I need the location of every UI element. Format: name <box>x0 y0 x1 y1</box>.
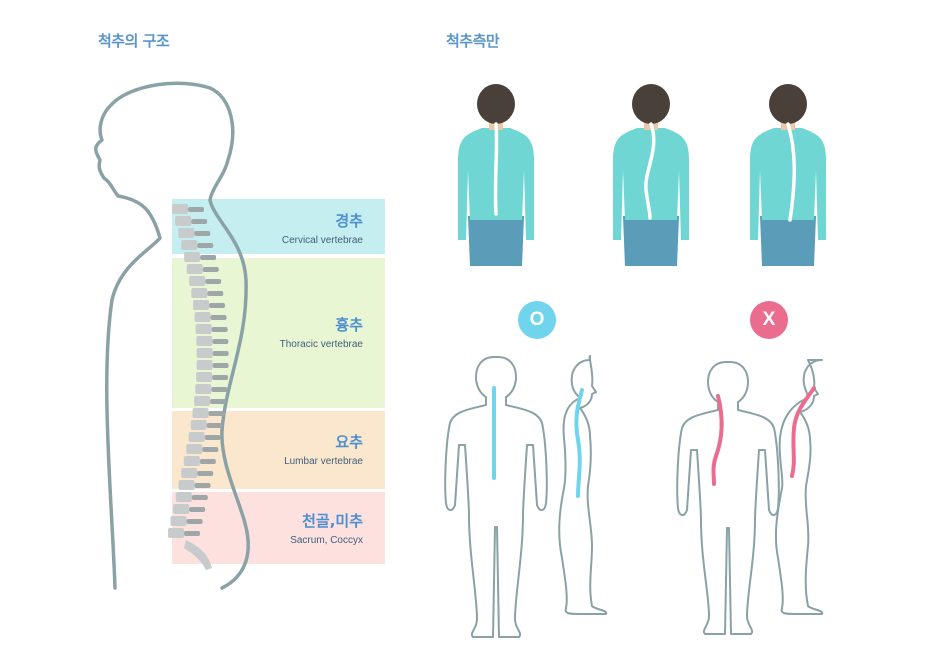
back-figure-scoliosis-s <box>613 84 689 266</box>
vertebra <box>178 228 195 238</box>
vertebra <box>181 240 198 250</box>
vertebra <box>172 204 188 214</box>
vertebra-process <box>197 243 214 248</box>
vertebra <box>196 360 213 370</box>
region-band-sacrum: 천골,미추 Sacrum, Coccyx <box>172 492 385 564</box>
head-hair <box>477 84 515 124</box>
side-profile-body-outline <box>94 81 250 590</box>
vertebra-process <box>200 255 217 260</box>
vertebra-process <box>210 399 227 404</box>
vertebra-process <box>205 279 222 284</box>
vertebra-process <box>212 363 229 368</box>
vertebra-process <box>210 315 227 320</box>
spine-line-side-kyphosis <box>790 386 816 478</box>
vertebra-process <box>184 531 201 536</box>
vertebra-process <box>206 423 223 428</box>
vertebra <box>193 300 210 310</box>
vertebra <box>168 528 185 538</box>
vertebra <box>181 468 198 478</box>
vertebra <box>196 348 213 358</box>
side-outline-figure-normal <box>558 355 608 615</box>
vertebra <box>194 312 211 322</box>
vertebra-process <box>211 327 228 332</box>
vertebra <box>195 384 212 394</box>
vertebra <box>196 372 213 382</box>
vertebra-process <box>204 435 221 440</box>
region-label-en: Sacrum, Coccyx <box>290 535 363 546</box>
correct-posture-badge: O <box>518 301 556 339</box>
vertebra-process <box>209 303 226 308</box>
vertebra <box>178 480 195 490</box>
outline-spine-lines <box>492 386 816 498</box>
vertebra-process <box>191 219 208 224</box>
region-label-en: Cervical vertebrae <box>281 235 363 246</box>
spine-line <box>786 122 796 222</box>
vertebra <box>188 432 205 442</box>
vertebra-process <box>189 507 206 512</box>
vertebra <box>186 444 203 454</box>
vertebra <box>173 504 190 514</box>
vertebra-process <box>208 411 225 416</box>
head-hair <box>769 84 807 124</box>
vertebra-process <box>194 231 211 236</box>
vertebra <box>186 264 203 274</box>
front-outline-figure-scoliosis <box>676 361 780 635</box>
spine-line <box>644 122 656 220</box>
vertebra <box>191 288 208 298</box>
pants <box>468 216 524 266</box>
vertebra <box>189 276 206 286</box>
vertebra <box>175 492 192 502</box>
vertebra-process <box>212 339 229 344</box>
head-hair <box>632 84 670 124</box>
vertebra-process <box>197 471 214 476</box>
vertebra-process <box>199 459 216 464</box>
region-label-ko: 요추 <box>335 433 363 451</box>
vertebra-process <box>194 483 211 488</box>
region-label-en: Thoracic vertebrae <box>279 339 363 350</box>
side-outline-figure-kyphosis <box>774 359 824 615</box>
spine-line-front-scoliosis <box>711 394 724 486</box>
vertebra-process <box>212 351 229 356</box>
vertebra-process <box>188 207 204 212</box>
vertebra-process <box>191 495 208 500</box>
region-label-ko: 경추 <box>335 212 363 230</box>
pants <box>760 216 816 266</box>
vertebra-process <box>202 267 219 272</box>
vertebra-process <box>207 291 224 296</box>
spine-line <box>493 122 499 216</box>
vertebra <box>195 324 212 334</box>
incorrect-posture-badge: X <box>750 301 788 339</box>
vertebra <box>196 336 213 346</box>
shirt <box>750 128 826 240</box>
back-figure-normal <box>458 84 534 266</box>
region-label-en: Lumbar vertebrae <box>284 456 363 467</box>
outline-figures <box>444 355 824 638</box>
pants <box>623 216 679 266</box>
scoliosis-title: 척추측만 <box>446 32 500 50</box>
vertebra <box>190 420 207 430</box>
front-outline-figure-normal <box>444 356 548 638</box>
vertebra-process <box>202 447 219 452</box>
spine-structure-title: 척추의 구조 <box>98 32 170 50</box>
vertebra <box>175 216 192 226</box>
vertebra <box>184 252 201 262</box>
vertebra-process <box>212 375 229 380</box>
spine-line-side-normal <box>574 388 584 498</box>
region-label-ko: 천골,미추 <box>302 512 363 530</box>
back-view-figures <box>458 84 826 266</box>
vertebra <box>194 396 211 406</box>
vertebra <box>170 516 187 526</box>
vertebra <box>192 408 209 418</box>
vertebra-process <box>186 519 203 524</box>
back-figure-scoliosis-c <box>750 84 826 266</box>
sacrum <box>184 540 212 570</box>
vertebra-process <box>211 387 228 392</box>
region-label-ko: 흉추 <box>335 316 363 334</box>
spine-column <box>168 204 229 570</box>
vertebra <box>183 456 200 466</box>
shirt <box>613 128 689 240</box>
